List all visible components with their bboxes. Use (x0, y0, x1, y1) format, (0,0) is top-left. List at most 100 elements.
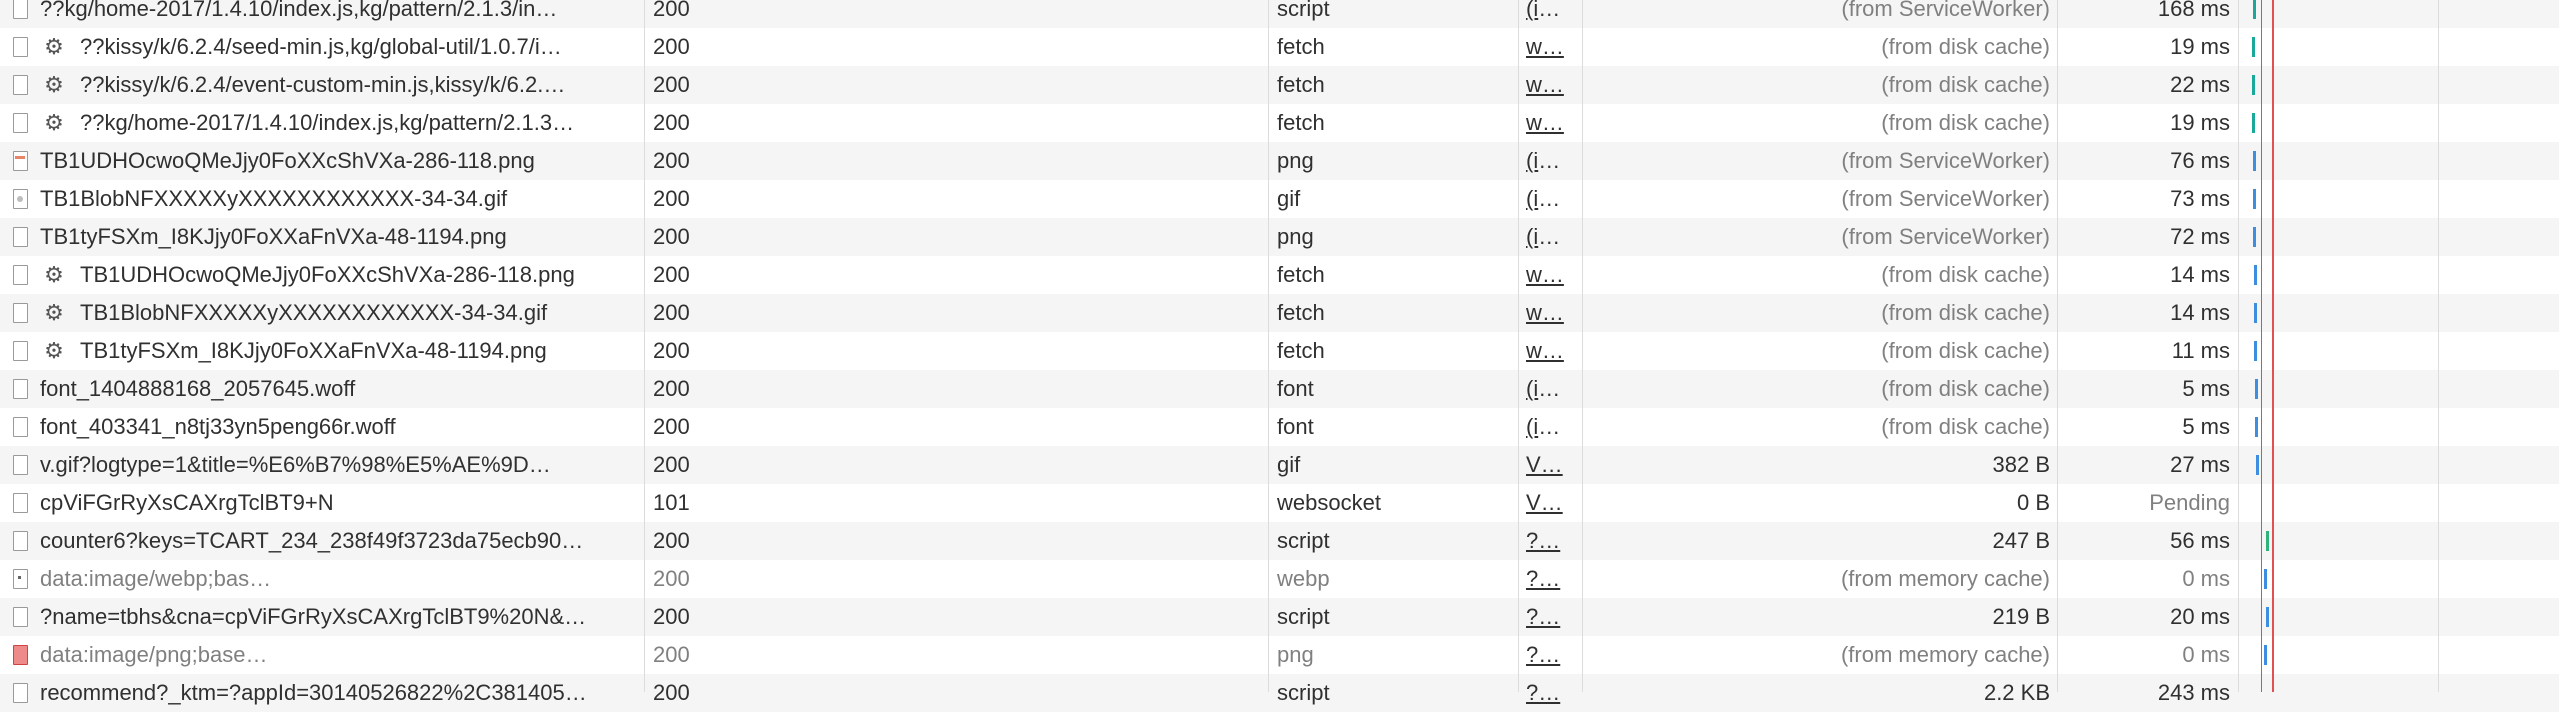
request-row[interactable]: counter6?keys=TCART_234_238f49f3723da75e… (0, 522, 2559, 560)
load-event-marker (2272, 0, 2274, 692)
dom-content-loaded-marker (2261, 0, 2262, 692)
request-time: 56 ms (2170, 528, 2230, 553)
request-row[interactable]: ⚙TB1UDHOcwoQMeJjy0FoXXcShVXa-286-118.png… (0, 256, 2559, 294)
request-initiator[interactable]: ?… (1526, 604, 1561, 629)
red-image-icon (13, 645, 28, 665)
waterfall-bar (2255, 379, 2258, 399)
request-initiator[interactable]: w… (1526, 300, 1564, 325)
request-type: script (1277, 680, 1330, 705)
request-size: 247 B (1992, 528, 2051, 553)
file-icon (13, 683, 28, 703)
file-icon (13, 37, 28, 57)
request-initiator[interactable]: V… (1526, 490, 1563, 515)
gear-icon: ⚙ (44, 72, 64, 97)
file-icon (13, 303, 28, 323)
request-row[interactable]: ⚙??kg/home-2017/1.4.10/index.js,kg/patte… (0, 104, 2559, 142)
request-status: 200 (653, 338, 690, 363)
file-icon (13, 607, 28, 627)
request-time: 14 ms (2170, 300, 2230, 325)
request-initiator[interactable]: ?… (1526, 528, 1561, 553)
request-size: (from disk cache) (1881, 34, 2050, 59)
request-initiator[interactable]: (in… (1526, 186, 1568, 211)
request-row[interactable]: ?name=tbhs&cna=cpViFGrRyXsCAXrgTclBT9%20… (0, 598, 2559, 636)
request-row[interactable]: v.gif?logtype=1&title=%E6%B7%98%E5%AE%9D… (0, 446, 2559, 484)
request-name: TB1BlobNFXXXXXyXXXXXXXXXXXX-34-34.gif (80, 300, 548, 325)
request-size: (from disk cache) (1881, 262, 2050, 287)
request-type: fetch (1277, 110, 1325, 135)
request-name: recommend?_ktm=?appId=30140526822%2C3814… (40, 680, 587, 705)
request-initiator[interactable]: (in… (1526, 148, 1568, 173)
request-type: png (1277, 642, 1314, 667)
request-initiator[interactable]: (in… (1526, 376, 1568, 401)
request-status: 200 (653, 34, 690, 59)
column-divider-status (1268, 0, 1269, 692)
request-time: 168 ms (2157, 0, 2230, 21)
request-initiator[interactable]: w… (1526, 72, 1564, 97)
request-time: 14 ms (2170, 262, 2230, 287)
request-row[interactable]: recommend?_ktm=?appId=30140526822%2C3814… (0, 674, 2559, 712)
request-initiator[interactable]: (in… (1526, 414, 1568, 439)
request-time: 20 ms (2170, 604, 2230, 629)
request-status: 200 (653, 110, 690, 135)
request-name: data:image/png;base… (40, 642, 268, 667)
request-row[interactable]: ⚙ ??kissy/k/6.2.4/event-custom-min.js,kis… (0, 66, 2559, 104)
request-time: 72 ms (2170, 224, 2230, 249)
waterfall-bar (2253, 189, 2256, 209)
file-icon (13, 113, 28, 133)
request-type: gif (1277, 186, 1301, 211)
waterfall-bar (2264, 645, 2267, 665)
request-size: 382 B (1992, 452, 2051, 477)
request-time: 0 ms (2182, 566, 2230, 591)
request-initiator[interactable]: V… (1526, 452, 1563, 477)
request-name: ??kg/home-2017/1.4.10/index.js,kg/patter… (40, 0, 558, 21)
request-initiator[interactable]: ?… (1526, 642, 1561, 667)
request-row[interactable]: ⚙??kissy/k/6.2.4/seed-min.js,kg/global-u… (0, 28, 2559, 66)
file-icon (13, 341, 28, 361)
request-status: 200 (653, 604, 690, 629)
request-row[interactable]: ??kg/home-2017/1.4.10/index.js,kg/patter… (0, 0, 2559, 28)
column-divider-type (1518, 0, 1519, 692)
column-divider-size (2057, 0, 2058, 692)
request-size: (from ServiceWorker) (1841, 224, 2050, 249)
waterfall-bar (2254, 303, 2257, 323)
request-initiator[interactable]: w… (1526, 110, 1564, 135)
request-initiator[interactable]: w… (1526, 262, 1564, 287)
request-time: Pending (2149, 490, 2230, 515)
request-initiator[interactable]: ?… (1526, 680, 1561, 705)
waterfall-bar (2254, 341, 2257, 361)
request-initiator[interactable]: (in… (1526, 0, 1568, 21)
request-status: 200 (653, 642, 690, 667)
waterfall-bar (2253, 227, 2256, 247)
request-status: 200 (653, 452, 690, 477)
request-row[interactable]: ⚙TB1tyFSXm_I8KJjy0FoXXaFnVXa-48-1194.png… (0, 332, 2559, 370)
request-initiator[interactable]: (in… (1526, 224, 1568, 249)
gear-icon: ⚙ (44, 338, 64, 363)
request-name: data:image/webp;bas… (40, 566, 272, 591)
request-name: ??kissy/k/6.2.4/seed-min.js,kg/global-ut… (80, 34, 562, 59)
request-name: ??kissy/k/6.2.4/event-custom-min.js,kiss… (80, 72, 566, 97)
request-time: 19 ms (2170, 110, 2230, 135)
request-type: fetch (1277, 262, 1325, 287)
request-initiator[interactable]: w… (1526, 34, 1564, 59)
request-status: 200 (653, 414, 690, 439)
request-size: (from disk cache) (1881, 414, 2050, 439)
request-initiator[interactable]: w… (1526, 338, 1564, 363)
request-status: 101 (653, 490, 690, 515)
request-time: 73 ms (2170, 186, 2230, 211)
request-initiator[interactable]: ?… (1526, 566, 1561, 591)
request-type: script (1277, 0, 1330, 21)
request-size: 0 B (2016, 490, 2050, 515)
request-type: fetch (1277, 34, 1325, 59)
request-size: (from ServiceWorker) (1841, 148, 2050, 173)
waterfall-bar (2255, 417, 2258, 437)
column-divider-time (2238, 0, 2239, 692)
